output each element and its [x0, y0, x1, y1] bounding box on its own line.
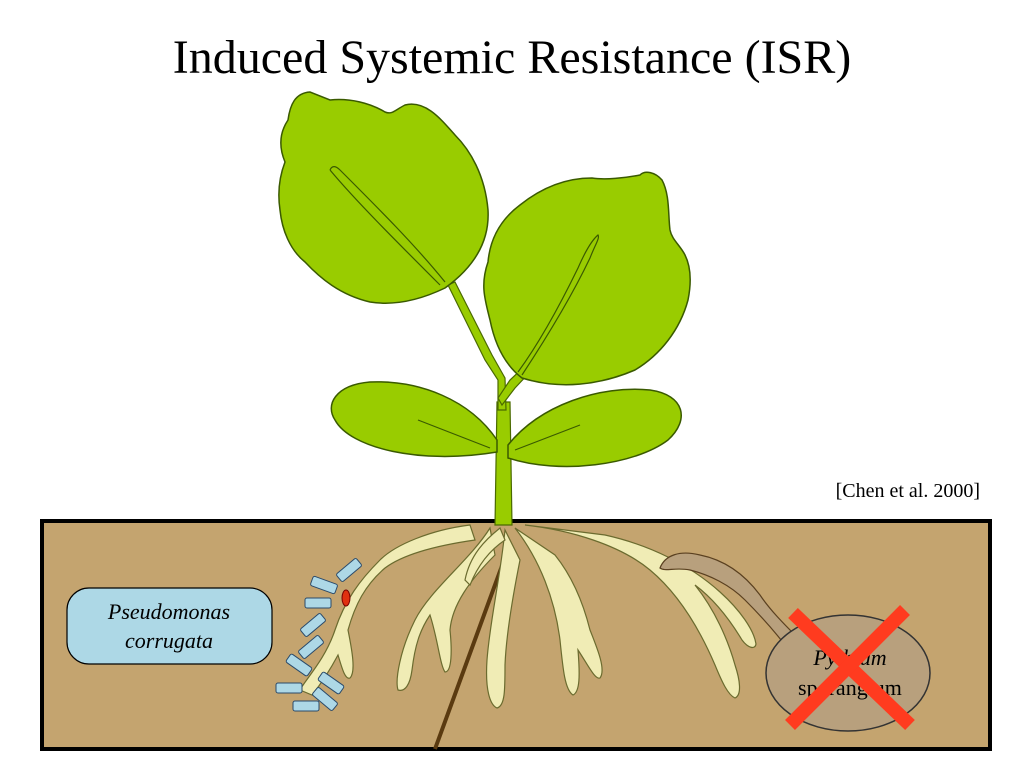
lower-right-leaf [507, 388, 682, 468]
bacteria-label-line2: corrugata [125, 628, 213, 653]
lower-left-leaf-vein [417, 419, 491, 449]
red-cross-icon [785, 605, 915, 731]
bacterium [298, 635, 324, 659]
pathogen-hypha-line [433, 562, 505, 750]
infection-spot [341, 589, 351, 607]
lower-right-leaf-vein [514, 424, 581, 451]
bacterium [304, 597, 332, 609]
plant-upper-stem-left [447, 281, 507, 411]
bacteria-label-box [66, 587, 273, 665]
upper-right-leaf [483, 171, 691, 386]
upper-left-leaf-vein [329, 166, 446, 286]
bacterium [336, 558, 362, 582]
slide-title: Induced Systemic Resistance (ISR) [172, 31, 852, 84]
bacteria-cluster [275, 558, 362, 712]
bacterium [312, 687, 338, 711]
upper-left-leaf [278, 91, 489, 304]
plant-stem [494, 401, 513, 526]
bacterium [310, 575, 338, 595]
root-system [299, 524, 757, 709]
lower-left-leaf [330, 381, 498, 458]
bacterium [285, 653, 313, 677]
bacterium [300, 613, 326, 637]
bacterium [275, 682, 303, 694]
bacterium [292, 700, 320, 712]
citation: [Chen et al. 2000] [835, 480, 980, 502]
bacteria-label-line1: Pseudomonas [107, 599, 230, 624]
upper-right-leaf-vein [517, 234, 600, 376]
bacterium [317, 671, 345, 695]
